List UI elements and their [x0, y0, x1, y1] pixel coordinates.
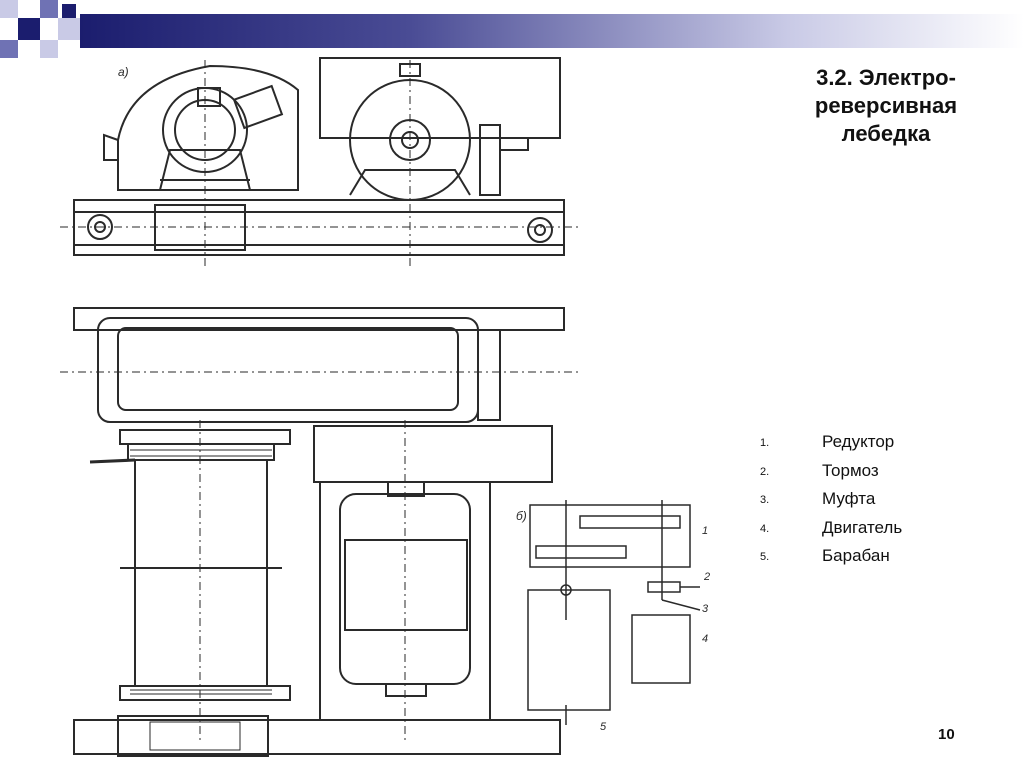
list-item-number: 3.	[760, 494, 770, 506]
plan-gearbox	[97, 317, 479, 423]
list-item-label: Редуктор	[822, 432, 895, 451]
scheme-callout: 1	[702, 525, 708, 537]
header-decoration	[0, 0, 1024, 58]
winch-technical-drawing: а) б)	[60, 57, 710, 757]
base-bolt-hole	[527, 217, 553, 243]
deco-square	[40, 0, 58, 18]
deco-square	[0, 0, 18, 18]
scheme-callout: 5	[600, 721, 607, 733]
deco-square	[18, 18, 40, 40]
title-line: реверсивная	[814, 93, 958, 118]
scheme-brake	[647, 581, 681, 593]
gearbox-housing	[117, 64, 299, 191]
view-b-label: б)	[516, 509, 527, 523]
list-item-label: Тормоз	[822, 460, 879, 480]
plan-top-frame	[73, 307, 565, 331]
scheme-drum	[527, 589, 611, 711]
kinematic-scheme	[527, 500, 701, 725]
deco-square	[0, 40, 18, 58]
scheme-motor	[631, 614, 691, 684]
page-number: 10	[938, 726, 955, 743]
scheme-gearbox	[529, 504, 691, 568]
deco-square	[40, 40, 58, 58]
slide-title: 3.2. Электро- реверсивная лебедка	[776, 64, 996, 148]
header-gradient-bar	[0, 0, 1024, 58]
list-item-label: Муфта	[822, 489, 876, 508]
drum-flange	[119, 685, 291, 701]
scheme-callout: 3	[702, 603, 709, 615]
plan-motor-coupling	[313, 425, 553, 483]
scheme-callout: 4	[702, 633, 708, 645]
title-line: 3.2. Электро-	[816, 65, 956, 90]
scheme-callout: 2	[703, 571, 710, 583]
drum-flange	[119, 429, 291, 445]
title-line: лебедка	[841, 121, 931, 146]
list-item-label: Барабан	[822, 546, 890, 565]
motor-cover	[319, 57, 561, 139]
base-bolt-hole	[87, 214, 113, 240]
list-item-number: 4.	[760, 522, 770, 535]
plan-bottom-frame	[73, 719, 561, 755]
view-a-label: а)	[118, 65, 129, 79]
list-item-number: 5.	[760, 551, 770, 563]
gearbox-label-plate	[232, 84, 284, 130]
list-item-number: 1.	[760, 437, 770, 449]
drum-barrel	[134, 459, 268, 687]
deco-square	[58, 18, 80, 40]
deco-square	[62, 4, 76, 18]
list-item-label: Двигатель	[822, 517, 903, 537]
list-item-number: 2.	[760, 465, 770, 478]
